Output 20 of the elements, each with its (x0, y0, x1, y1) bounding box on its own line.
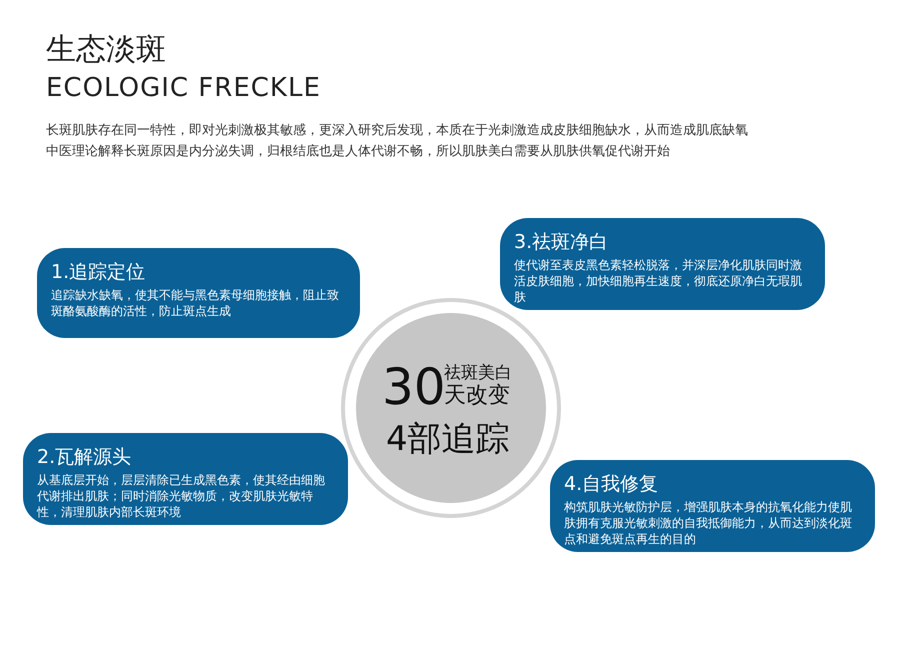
page-title: 生态淡斑 (46, 32, 166, 68)
circle-caption: 祛斑美白 (444, 363, 512, 383)
card-heading: 3.祛斑净白 (514, 230, 608, 254)
card-heading: 1.追踪定位 (51, 260, 146, 284)
info-card (37, 248, 360, 338)
info-card (500, 218, 825, 310)
circle-heading: 4部追踪 (386, 419, 510, 459)
intro-text: 长斑肌肤存在同一特性，即对光刺激极其敏感，更深入研究后发现，本质在于光刺激造成皮肤细胞缺水，从而造成肌底缺氧 (46, 122, 748, 140)
info-card (550, 460, 875, 552)
card-text: 构筑肌肤光敏防护层，增强肌肤本身的抗氧化能力使肌肤拥有克服光敏刺激的自我抵御能力，从而达到淡化斑点和避免斑点再生的目的 (564, 499, 853, 547)
card-text: 从基底层开始，层层清除已生成黑色素，使其经由细胞代谢排出肌肤；同时消除光敏物质，改变肌肤光敏特性，清理肌肤内部长斑环境 (37, 472, 326, 520)
card-heading: 2.瓦解源头 (37, 445, 132, 469)
card-heading: 4.自我修复 (564, 472, 658, 496)
center-circle (356, 313, 546, 503)
card-text: 使代谢至表皮黑色素轻松脱落，并深层净化肌肤同时激活皮肤细胞，加快细胞再生速度，彻底还原净白无瑕肌肤 (514, 257, 803, 305)
info-card (23, 433, 348, 525)
subtitle: ECOLOGIC FRECKLE (46, 72, 321, 104)
circle-caption: 天改变 (444, 383, 510, 409)
intro-text: 中医理论解释长斑原因是内分泌失调，归根结底也是人体代谢不畅，所以肌肤美白需要从肌肤供氧促代谢开始 (46, 143, 670, 161)
card-text: 追踪缺水缺氧，使其不能与黑色素母细胞接触，阻止致斑酪氨酸酶的活性，防止斑点生成 (51, 287, 340, 319)
